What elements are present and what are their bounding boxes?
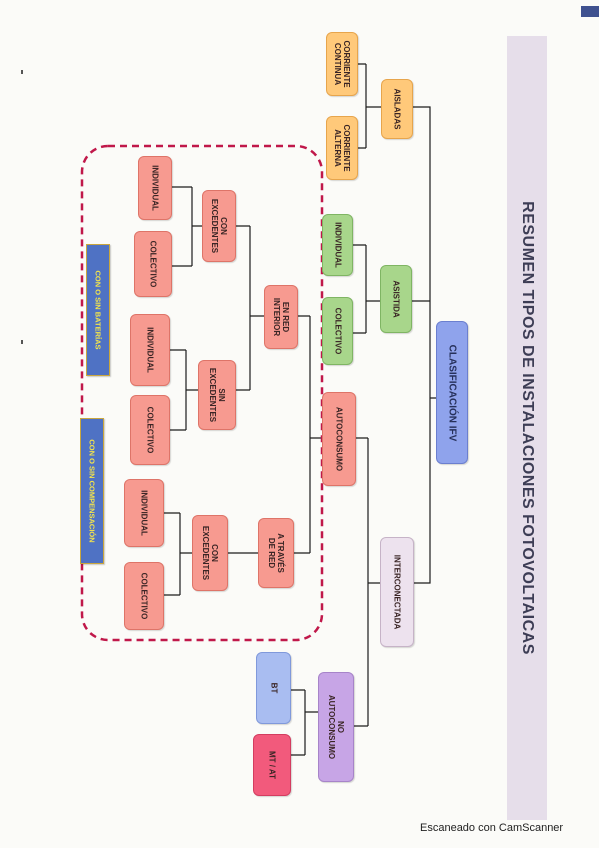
node-corriente-continua: CORRIENTE CONTINUA <box>326 32 358 96</box>
node-label: AISLADAS <box>392 88 402 130</box>
node-individual-2: INDIVIDUAL <box>130 314 170 386</box>
node-asistida-colectivo: COLECTIVO <box>322 297 353 365</box>
node-aisladas: AISLADAS <box>381 79 413 139</box>
node-label: NO AUTOCONSUMO <box>327 694 345 760</box>
node-sin-excedentes: SIN EXCEDENTES <box>198 360 236 430</box>
node-label: INDIVIDUAL <box>145 327 155 373</box>
node-label: CON EXCEDENTES <box>201 525 219 581</box>
tag-con-o-sin-compensacion: CON O SIN COMPENSACIÓN <box>80 418 104 564</box>
tag-label: CON O SIN COMPENSACIÓN <box>87 439 97 543</box>
node-a-traves-de-red: A TRAVÉS DE RED <box>258 518 294 588</box>
footer-watermark: Escaneado con CamScanner <box>420 822 564 834</box>
node-label: INDIVIDUAL <box>139 490 149 536</box>
tag-label: CON O SIN BATERÍAS <box>93 270 103 350</box>
node-asistida: ASISTIDA <box>380 265 412 333</box>
node-label: INTERCONECTADA <box>392 554 402 630</box>
node-colectivo-2: COLECTIVO <box>130 395 170 465</box>
page-corner-mark <box>581 6 599 17</box>
node-label: COLECTIVO <box>139 572 149 620</box>
margin-mark <box>21 340 23 344</box>
node-label: CORRIENTE ALTERNA <box>333 124 351 172</box>
node-no-autoconsumo: NO AUTOCONSUMO <box>318 672 354 782</box>
node-colectivo-1: COLECTIVO <box>134 231 172 297</box>
root-label: CLASIFICACIÓN IFV <box>446 344 458 441</box>
node-asistida-individual: INDIVIDUAL <box>322 214 353 276</box>
node-label: COLECTIVO <box>148 240 158 288</box>
node-individual-1: INDIVIDUAL <box>138 156 172 220</box>
node-label: CON EXCEDENTES <box>210 198 228 254</box>
node-corriente-alterna: CORRIENTE ALTERNA <box>326 116 358 180</box>
node-label: INDIVIDUAL <box>333 222 342 268</box>
node-label: A TRAVÉS DE RED <box>267 533 285 573</box>
node-autoconsumo: AUTOCONSUMO <box>322 392 356 486</box>
root-clasificacion-ifv: CLASIFICACIÓN IFV <box>436 321 468 464</box>
node-label: MT / AT <box>267 751 277 779</box>
node-con-excedentes-1: CON EXCEDENTES <box>202 190 236 262</box>
margin-mark <box>21 70 23 74</box>
node-label: CORRIENTE CONTINUA <box>333 40 351 88</box>
node-label: ASISTIDA <box>391 280 401 318</box>
node-con-excedentes-2: CON EXCEDENTES <box>192 515 228 591</box>
node-colectivo-3: COLECTIVO <box>124 562 164 630</box>
node-label: SIN EXCEDENTES <box>208 367 226 423</box>
node-label: INDIVIDUAL <box>150 165 160 211</box>
node-interconectada: INTERCONECTADA <box>380 537 414 647</box>
node-label: COLECTIVO <box>333 307 342 355</box>
node-label: EN RED INTERIOR <box>272 297 290 337</box>
node-mt-at: MT / AT <box>253 734 291 796</box>
node-label: AUTOCONSUMO <box>334 406 344 472</box>
node-bt: BT <box>256 652 291 724</box>
node-en-red-interior: EN RED INTERIOR <box>264 285 298 349</box>
node-label: BT <box>269 682 278 694</box>
dashed-group-border <box>80 144 324 642</box>
tag-con-o-sin-baterias: CON O SIN BATERÍAS <box>86 244 110 376</box>
node-individual-3: INDIVIDUAL <box>124 479 164 547</box>
title-band <box>507 36 547 820</box>
node-label: COLECTIVO <box>145 406 155 454</box>
